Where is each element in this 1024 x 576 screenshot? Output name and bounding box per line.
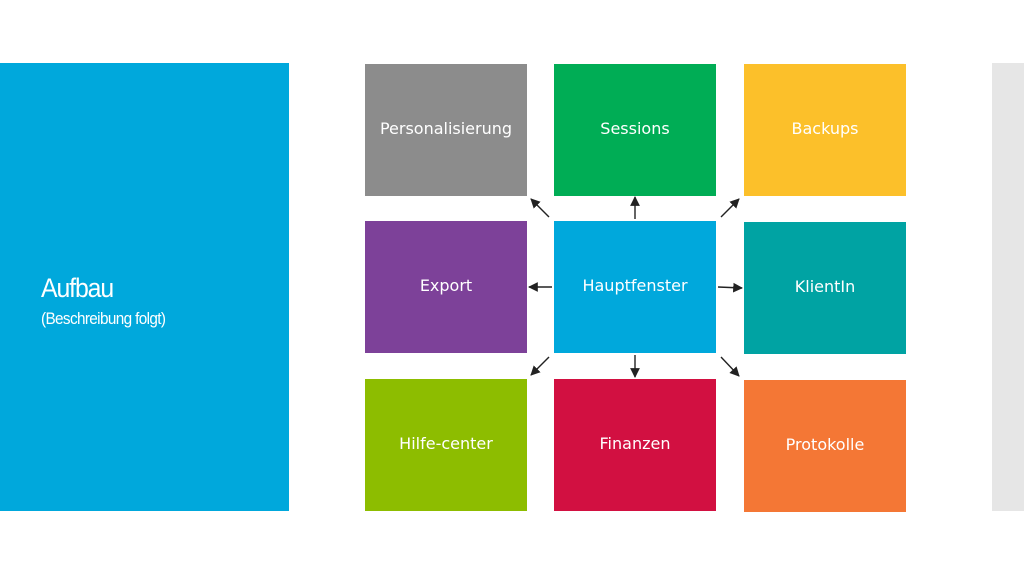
arrow-to-hilfe-center xyxy=(530,356,550,376)
node-klientin: KlientIn xyxy=(744,222,906,354)
node-label: Hauptfenster xyxy=(582,276,688,295)
right-decor-strip xyxy=(992,63,1024,511)
arrow-to-klientin xyxy=(717,282,743,293)
node-protokolle: Protokolle xyxy=(744,380,906,512)
node-label: Protokolle xyxy=(785,435,865,454)
arrow-to-backups xyxy=(720,198,740,218)
node-finanzen: Finanzen xyxy=(554,379,716,511)
side-panel xyxy=(0,63,289,511)
node-sessions: Sessions xyxy=(554,64,716,196)
node-label: Hilfe-center xyxy=(399,434,493,453)
slide-subtitle: (Beschreibung folgt) xyxy=(41,309,166,328)
arrow-to-protokolle xyxy=(720,356,740,377)
node-backups: Backups xyxy=(744,64,906,196)
node-personalisierung: Personalisierung xyxy=(365,64,527,196)
node-hauptfenster: Hauptfenster xyxy=(554,221,716,353)
node-label: Export xyxy=(419,276,473,295)
node-label: Sessions xyxy=(600,119,670,138)
node-hilfe-center: Hilfe-center xyxy=(365,379,527,511)
node-label: Finanzen xyxy=(599,434,671,453)
node-export: Export xyxy=(365,221,527,353)
node-label: Personalisierung xyxy=(379,119,513,138)
slide-title: Aufbau xyxy=(41,273,114,303)
arrow-to-personalisierung xyxy=(530,198,550,218)
node-label: KlientIn xyxy=(794,277,856,296)
node-label: Backups xyxy=(791,119,859,138)
